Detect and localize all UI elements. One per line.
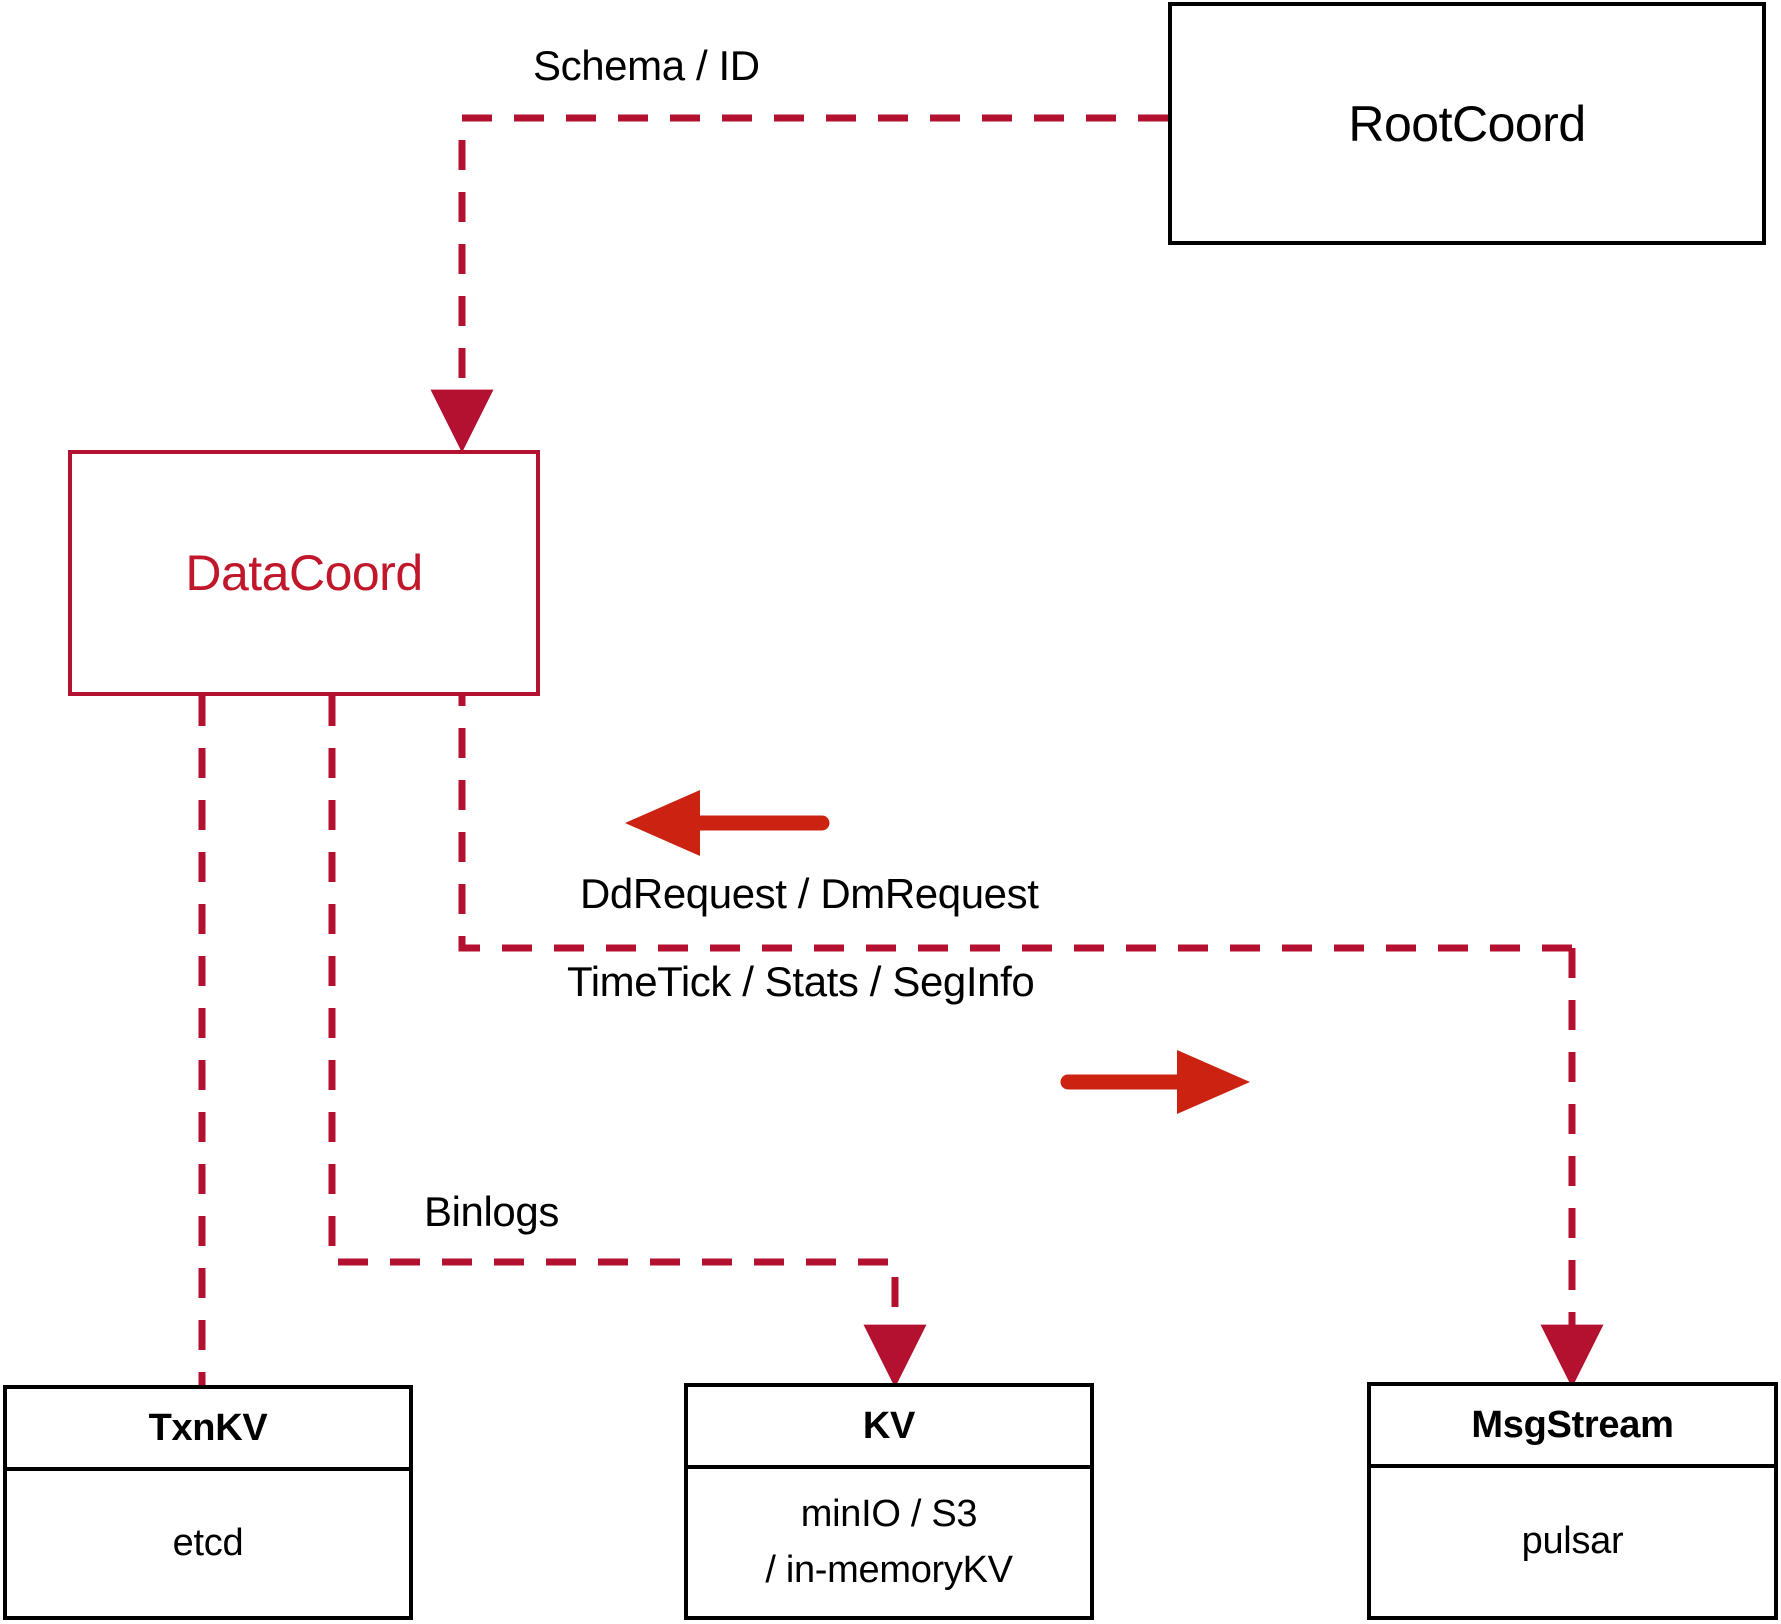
edge-msgstream-to-datacoord: [430, 621, 1572, 952]
node-kv-header: KV: [688, 1387, 1090, 1469]
node-kv-body-line-1: minIO / S3: [800, 1493, 978, 1536]
node-msgstream[interactable]: MsgStream pulsar: [1367, 1382, 1778, 1620]
node-txnkv-header: TxnKV: [7, 1389, 409, 1471]
node-msgstream-body: pulsar: [1371, 1468, 1774, 1616]
node-kv[interactable]: KV minIO / S3 / in-memoryKV: [684, 1383, 1094, 1620]
node-rootcoord[interactable]: RootCoord: [1168, 2, 1766, 245]
edge-datacoord-to-kv: [328, 696, 927, 1388]
edge-label-schema-id: Schema / ID: [533, 42, 760, 89]
inbound-direction-arrow: [625, 790, 830, 856]
outbound-direction-arrow: [1060, 1050, 1250, 1114]
node-rootcoord-label: RootCoord: [1348, 95, 1586, 152]
node-kv-body-line-2: / in-memoryKV: [765, 1548, 1013, 1591]
node-txnkv-body-line: etcd: [172, 1521, 244, 1564]
node-kv-body: minIO / S3 / in-memoryKV: [688, 1469, 1090, 1616]
node-txnkv-body: etcd: [7, 1471, 409, 1616]
node-txnkv[interactable]: TxnKV etcd: [3, 1385, 413, 1620]
node-datacoord[interactable]: DataCoord: [68, 450, 540, 696]
node-msgstream-header: MsgStream: [1371, 1386, 1774, 1468]
node-msgstream-body-line: pulsar: [1521, 1520, 1624, 1563]
edge-label-ddrequest-dmrequest: DdRequest / DmRequest: [580, 870, 1039, 917]
edge-rootcoord-to-datacoord: [430, 114, 1168, 453]
edge-label-binlogs: Binlogs: [424, 1188, 559, 1235]
node-datacoord-label: DataCoord: [185, 545, 423, 601]
edge-label-timetick-stats-seginfo: TimeTick / Stats / SegInfo: [567, 958, 1035, 1005]
